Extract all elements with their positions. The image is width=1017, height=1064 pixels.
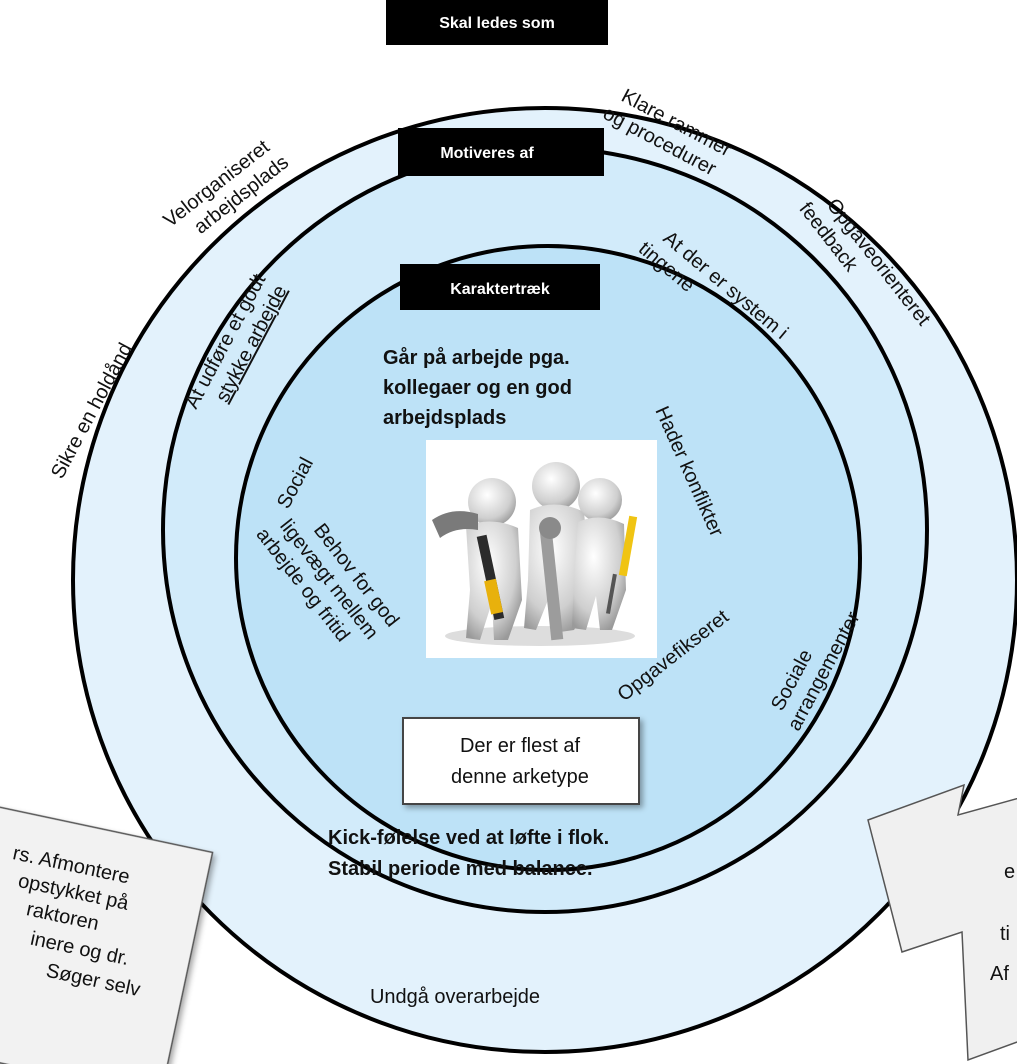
header-middle-label: Motiveres af bbox=[440, 145, 534, 162]
svg-text:e ti Af: e ti Af bbox=[990, 861, 1017, 985]
header-outer-label: Skal ledes som bbox=[439, 15, 555, 32]
three-figures-image bbox=[426, 440, 657, 658]
header-middle: Motiveres af bbox=[398, 128, 604, 176]
center-top-text: Går på arbejde pga. kollegaer og en god … bbox=[383, 346, 577, 429]
label-overarbejde: Undgå overarbejde bbox=[370, 986, 540, 1008]
header-inner-label: Karaktertræk bbox=[450, 281, 550, 298]
right-arrow-note: e ti Af bbox=[867, 783, 1017, 1062]
callout-line-2: denne arketype bbox=[451, 766, 589, 788]
callout-line-1: Der er flest af bbox=[460, 735, 580, 757]
left-side-note: rs. Afmontere opstykket på raktoren iner… bbox=[0, 797, 214, 1064]
header-inner: Karaktertræk bbox=[400, 264, 600, 310]
callout-box: Der er flest af denne arketype bbox=[402, 717, 640, 805]
header-outer: Skal ledes som bbox=[386, 0, 608, 45]
center-bottom-text: Kick-følelse ved at løfte i flok. Stabil… bbox=[328, 827, 615, 880]
